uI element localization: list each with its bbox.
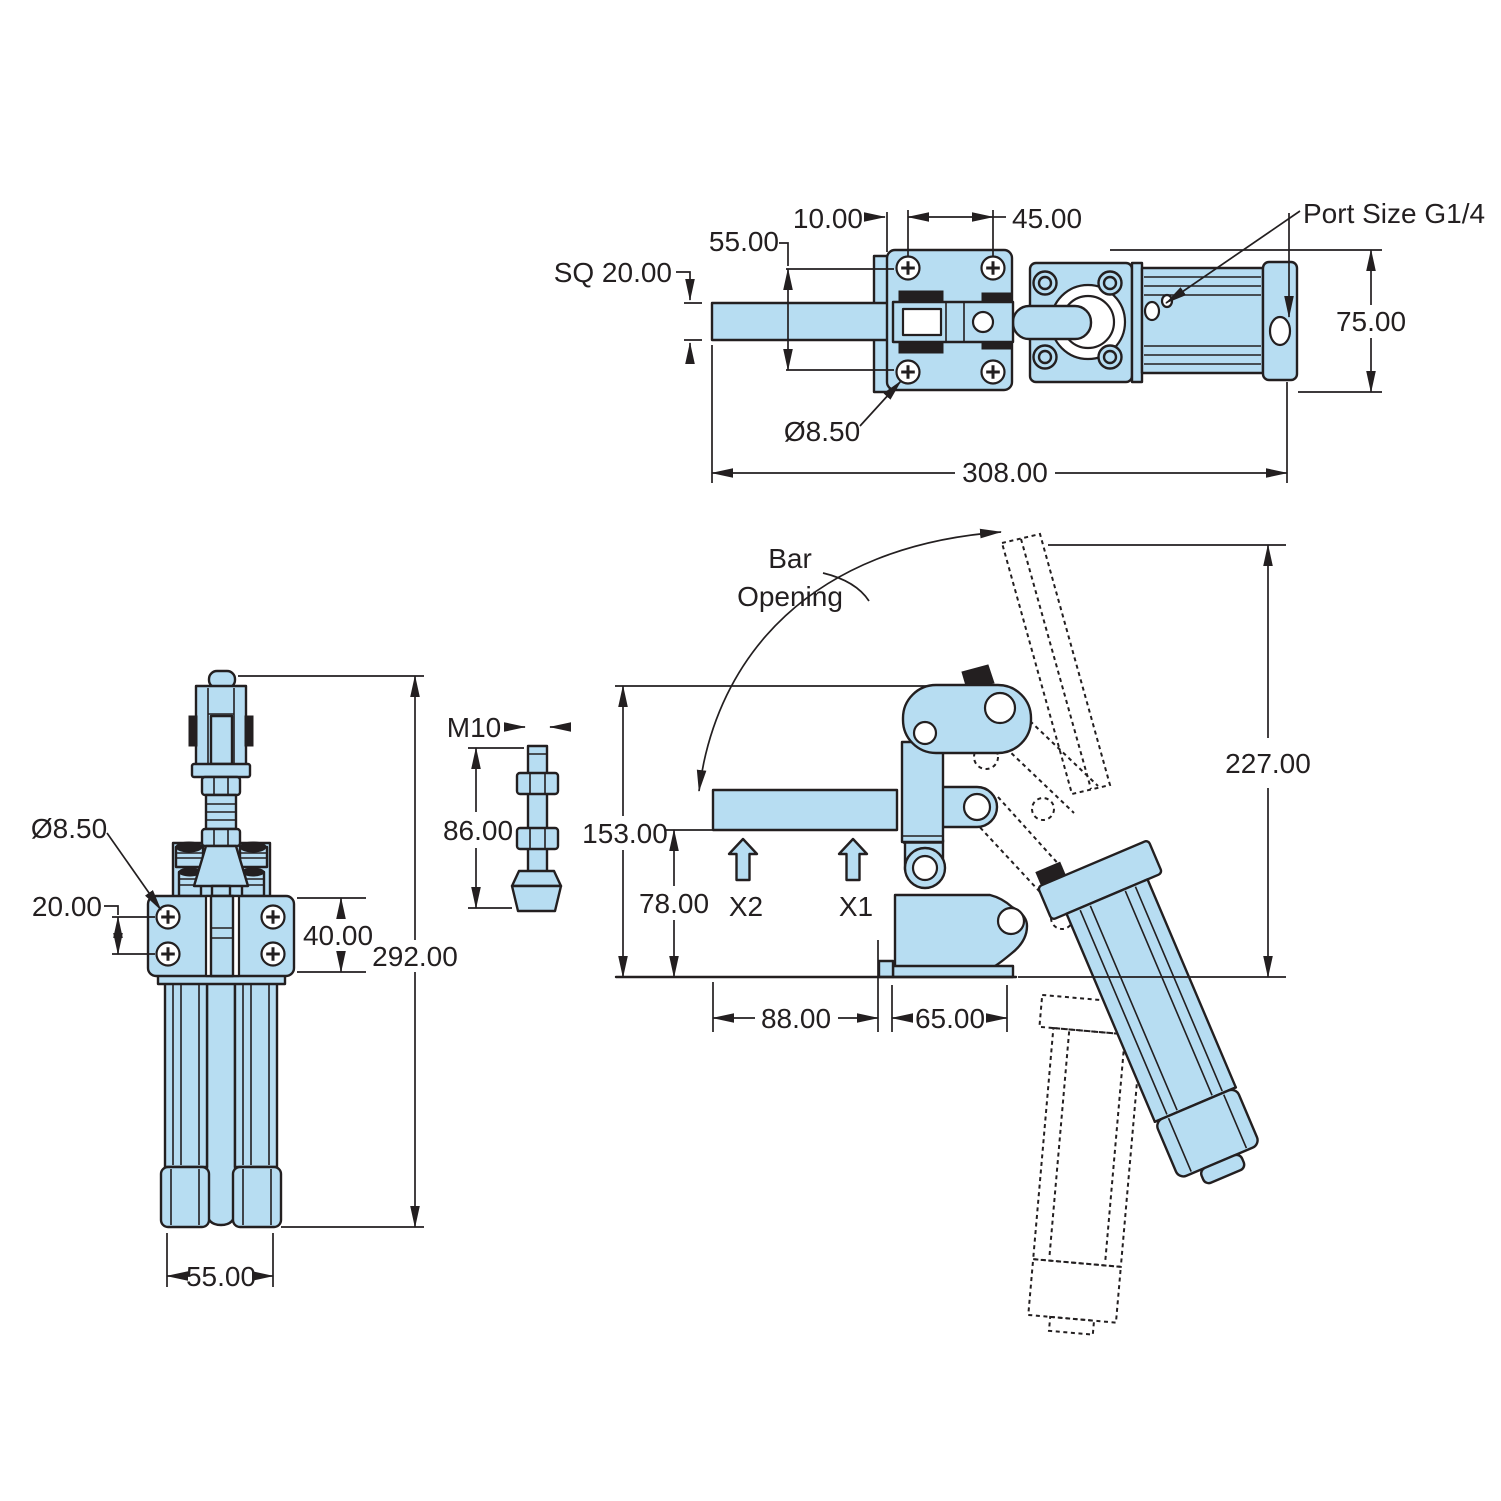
top-view-dimensions: 10.00 45.00 55.00 SQ 20.00 Ø8.50 308.00 … xyxy=(554,198,1485,488)
dim-clearance-78: 78.00 xyxy=(639,888,709,919)
port-hole-icon xyxy=(1160,293,1174,309)
force-arrow-x2-icon xyxy=(727,837,759,882)
link-lobe-hole xyxy=(962,792,992,822)
tube-cap-left xyxy=(159,1165,211,1229)
socket-screw-icon xyxy=(1032,344,1058,370)
cylinder-tube-left xyxy=(163,981,209,1169)
screw-icon xyxy=(895,359,921,385)
bar-opening-leader xyxy=(822,572,870,602)
port-hole-icon xyxy=(1143,300,1161,322)
socket-screw-icon xyxy=(1097,344,1123,370)
dim-width-55: 55.00 xyxy=(186,1261,256,1292)
dim-plate-40: 40.00 xyxy=(303,920,373,951)
clevis-linkage xyxy=(891,290,1015,354)
label-x1: X1 xyxy=(839,891,873,922)
bar-opening-arc xyxy=(696,528,1002,792)
side-view-dimensions: 153.00 78.00 227.00 88.00 65.00 xyxy=(582,544,1311,1034)
screw-icon xyxy=(895,255,921,281)
screw-icon xyxy=(155,941,181,967)
dim-hole-dia-front: Ø8.50 xyxy=(31,813,107,844)
dim-holes-55: 55.00 xyxy=(709,226,779,257)
dim-reach-88: 88.00 xyxy=(761,1003,831,1034)
port-hole-icon xyxy=(1268,315,1292,347)
dim-base-65: 65.00 xyxy=(915,1003,985,1034)
label-bar-opening-2: Opening xyxy=(737,581,843,612)
dim-holes-20: 20.00 xyxy=(32,891,102,922)
channel-rod xyxy=(209,894,235,978)
stud-shaft xyxy=(526,744,549,880)
arm-descender xyxy=(900,740,945,844)
dim-holes-45: 45.00 xyxy=(1012,203,1082,234)
base-strip xyxy=(891,964,1015,979)
socket-screw-icon xyxy=(1097,270,1123,296)
top-view-geometry xyxy=(710,248,1299,394)
cylinder-tube-right xyxy=(233,981,279,1169)
stud-nut-lower xyxy=(515,826,560,851)
spindle-stack xyxy=(188,669,254,900)
dim-height-153: 153.00 xyxy=(582,818,668,849)
force-arrow-x1-icon xyxy=(837,837,869,882)
front-view-geometry xyxy=(146,669,296,1229)
cylinder-body-top xyxy=(1140,266,1265,375)
label-thread-m10: M10 xyxy=(447,712,501,743)
port-size-label: Port Size G1/4 xyxy=(1303,198,1485,229)
clamp-bar-side xyxy=(711,788,899,832)
cap-fins xyxy=(170,1169,272,1225)
foot-pad xyxy=(510,884,563,913)
label-x2: X2 xyxy=(729,891,763,922)
arm-hole xyxy=(912,720,938,746)
tube-fins xyxy=(172,985,270,1165)
label-bar-opening-1: Bar xyxy=(768,543,812,574)
side-view-geometry: X2 X1 xyxy=(614,664,1259,1185)
dim-offset-10: 10.00 xyxy=(793,203,863,234)
side-view: Bar Opening xyxy=(582,528,1311,1336)
lower-boss-hole xyxy=(911,854,939,882)
front-view: Ø8.50 20.00 40.00 292.00 55.00 xyxy=(31,669,458,1292)
dim-bar-sq20: SQ 20.00 xyxy=(554,257,672,288)
piston-rod xyxy=(1011,304,1093,341)
cylinder-front-plate xyxy=(1130,261,1144,384)
dim-height-75: 75.00 xyxy=(1336,306,1406,337)
dim-length-86: 86.00 xyxy=(443,815,513,846)
cylinder-tilted xyxy=(1035,840,1259,1185)
spindle-detail-dimensions: M10 86.00 xyxy=(443,712,571,909)
screw-icon xyxy=(980,359,1006,385)
screw-icon xyxy=(260,941,286,967)
screw-icon xyxy=(260,904,286,930)
dim-open-227: 227.00 xyxy=(1225,748,1311,779)
center-rod-tube xyxy=(205,981,237,1227)
socket-screw-icon xyxy=(1032,270,1058,296)
screw-icon xyxy=(980,255,1006,281)
dim-hole-dia: Ø8.50 xyxy=(784,416,860,447)
clamp-body xyxy=(893,893,1029,970)
front-view-dimensions: Ø8.50 20.00 40.00 292.00 55.00 xyxy=(31,675,458,1292)
arm-pivot-hole xyxy=(983,691,1017,725)
spindle-detail-geometry xyxy=(510,744,563,913)
dim-overall-292: 292.00 xyxy=(372,941,458,972)
spindle-detail: M10 86.00 xyxy=(443,712,571,913)
dim-overall-308: 308.00 xyxy=(962,457,1048,488)
tube-cap-right xyxy=(231,1165,283,1229)
clamp-bar-top xyxy=(710,301,896,342)
body-pivot-hole xyxy=(996,906,1026,936)
base-foot xyxy=(877,959,895,979)
arm-top-tab xyxy=(961,664,995,690)
foot-flange xyxy=(510,869,563,888)
top-view: 10.00 45.00 55.00 SQ 20.00 Ø8.50 308.00 … xyxy=(554,198,1485,488)
channel-rod-ticks xyxy=(211,927,233,939)
stud-nut-upper xyxy=(515,771,560,796)
